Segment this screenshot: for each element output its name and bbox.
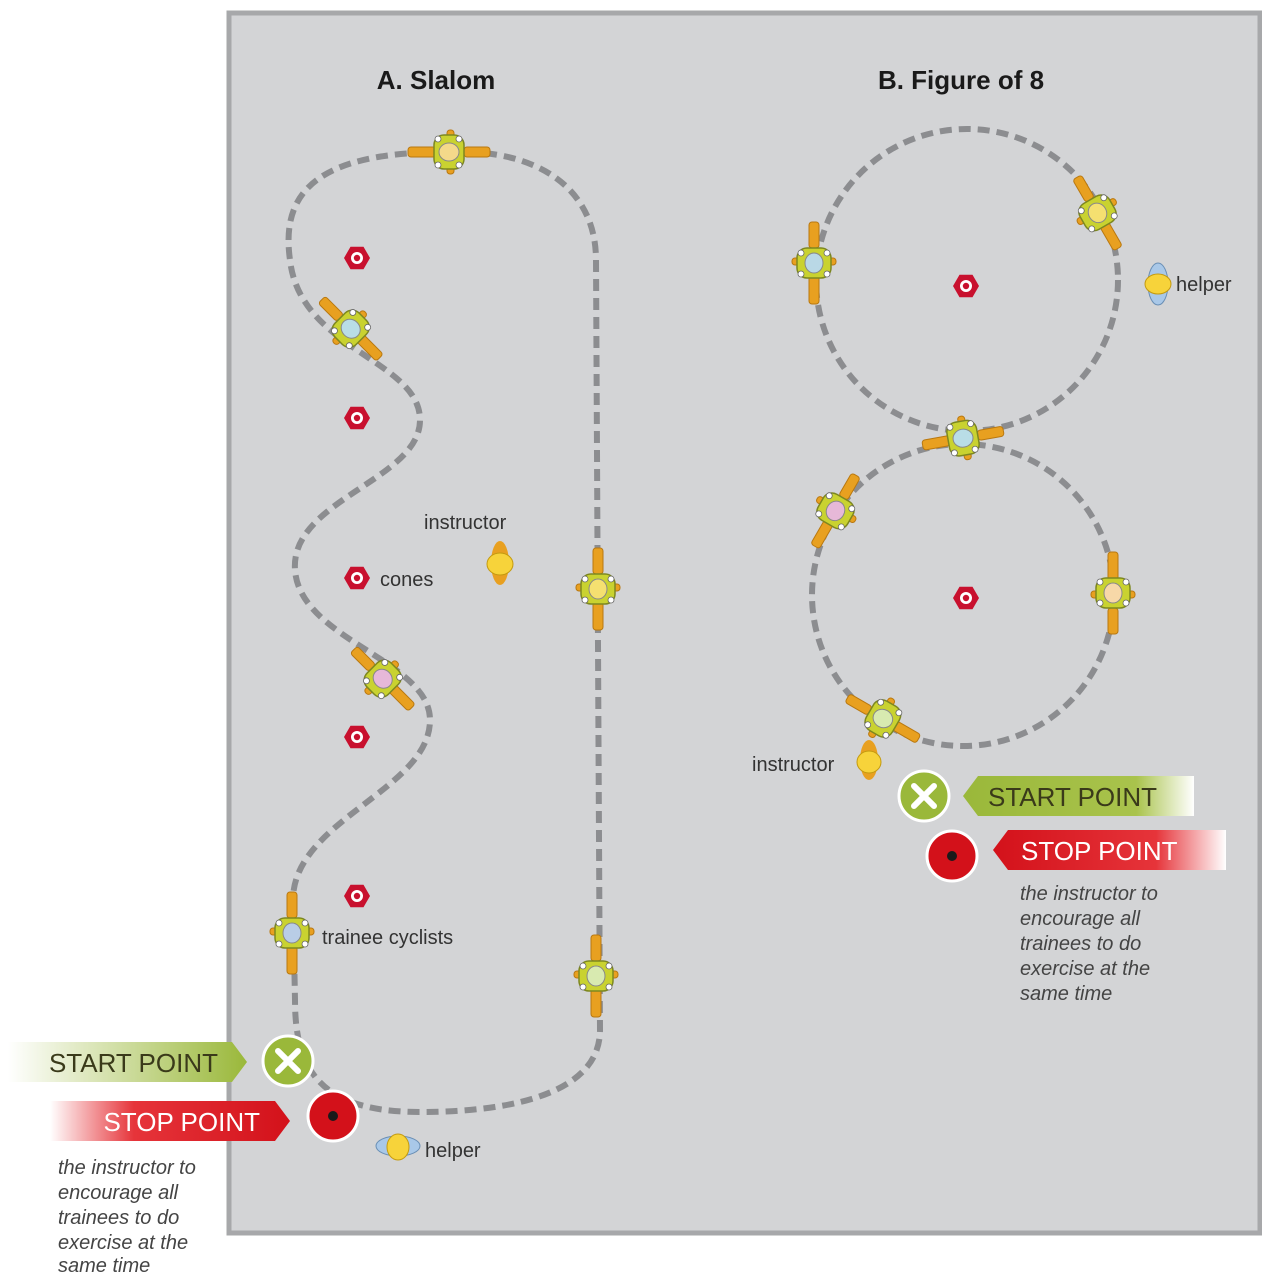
start-point-banner: [8, 1042, 247, 1082]
stop-point-label: STOP POINT: [1021, 836, 1178, 866]
instructor-label: instructor: [424, 512, 507, 534]
note-line: the instructor to: [1020, 883, 1158, 905]
dot-circle-icon: [925, 829, 979, 883]
instructor-label: instructor: [752, 754, 835, 776]
helper-icon: [375, 1133, 421, 1161]
note-line: trainees to do: [58, 1207, 179, 1229]
note-line: exercise at the: [1020, 958, 1150, 980]
stop-point-banner: [50, 1101, 290, 1141]
panel-b-title: B. Figure of 8: [878, 65, 1044, 95]
start-point-banner: [963, 776, 1194, 816]
stop-point-label: STOP POINT: [103, 1107, 260, 1137]
x-circle-icon: [897, 769, 951, 823]
note-line: exercise at the: [58, 1232, 188, 1254]
note-line: encourage all: [58, 1182, 179, 1204]
panel-a-title: A. Slalom: [377, 65, 495, 95]
stop-point-banner: [993, 830, 1226, 870]
x-circle-icon: [261, 1034, 315, 1088]
start-point-label: START POINT: [988, 782, 1157, 812]
helper-icon: [1144, 262, 1172, 306]
note-line: the instructor to: [58, 1157, 196, 1179]
note-line: trainees to do: [1020, 933, 1141, 955]
helper-label: helper: [425, 1140, 481, 1162]
instructor-icon: [486, 541, 514, 585]
note-line: same time: [58, 1255, 150, 1274]
trainee-cyclists-label: trainee cyclists: [322, 927, 453, 949]
instructor-icon: [856, 740, 882, 780]
note-line: encourage all: [1020, 908, 1141, 930]
cones-label: cones: [380, 569, 433, 591]
note-line: same time: [1020, 983, 1112, 1005]
helper-label: helper: [1176, 274, 1232, 296]
dot-circle-icon: [306, 1089, 360, 1143]
start-point-label: START POINT: [49, 1048, 218, 1078]
